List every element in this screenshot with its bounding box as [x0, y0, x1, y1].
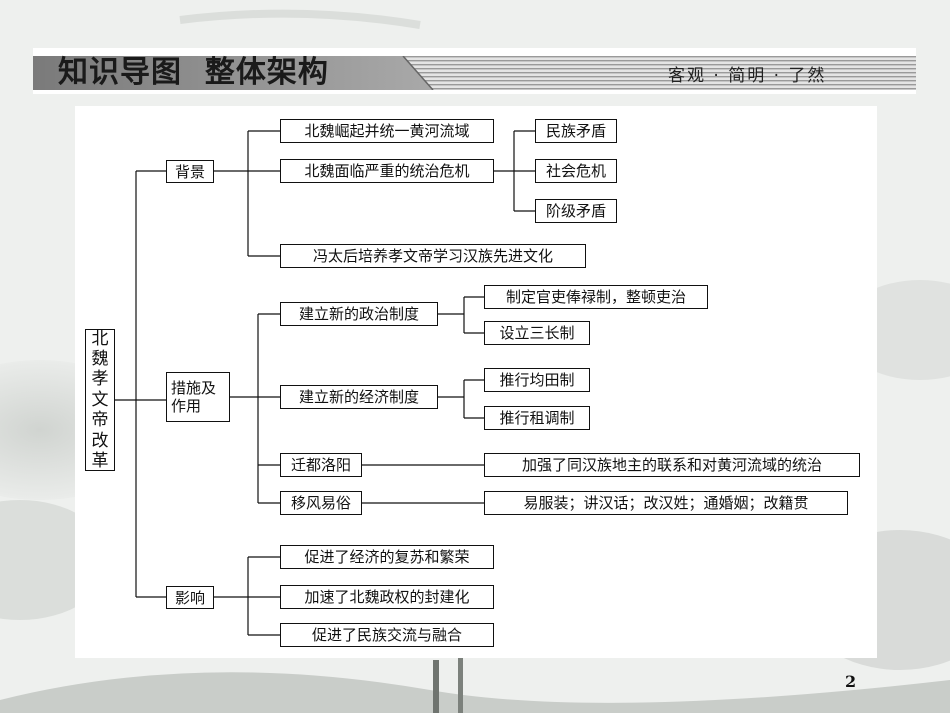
root-node-char: 魏 — [91, 349, 109, 370]
bg-item-crisis: 北魏面临严重的统治危机 — [280, 159, 494, 183]
root-node-char: 北 — [91, 328, 109, 349]
political-three-heads: 设立三长制 — [484, 321, 590, 345]
crisis-class: 阶级矛盾 — [535, 199, 617, 223]
measure-customs: 移风易俗 — [280, 491, 362, 515]
customs-effect: 易服装；讲汉话；改汉姓；通婚姻；改籍贯 — [484, 491, 848, 515]
root-node: 北魏孝文帝改革 — [85, 329, 115, 471]
economic-tax: 推行租调制 — [484, 406, 590, 430]
political-salary: 制定官吏俸禄制，整顿吏治 — [484, 285, 708, 309]
root-node-char: 改 — [91, 430, 109, 451]
impact-economy: 促进了经济的复苏和繁荣 — [280, 545, 494, 569]
economic-land: 推行均田制 — [484, 368, 590, 392]
measure-political: 建立新的政治制度 — [280, 302, 438, 326]
root-node-char: 文 — [91, 389, 109, 410]
section-title: 知识导图 整体架构 — [58, 55, 329, 90]
header-bar — [33, 56, 916, 90]
bg-item-rise: 北魏崛起并统一黄河流域 — [280, 119, 494, 143]
root-node-char: 革 — [91, 450, 109, 471]
root-node-char: 帝 — [91, 410, 109, 431]
branch-measures: 措施及 作用 — [166, 372, 230, 422]
crisis-ethnic: 民族矛盾 — [535, 119, 617, 143]
page-number: 2 — [845, 672, 857, 691]
capital-effect: 加强了同汉族地主的联系和对黄河流域的统治 — [484, 453, 860, 477]
crisis-social: 社会危机 — [535, 159, 617, 183]
impact-fusion: 促进了民族交流与融合 — [280, 623, 494, 647]
branch-measures-line2: 作用 — [171, 397, 202, 415]
root-node-char: 孝 — [91, 369, 109, 390]
branch-measures-line1: 措施及 — [171, 379, 217, 397]
impact-feudalization: 加速了北魏政权的封建化 — [280, 585, 494, 609]
measure-economic: 建立新的经济制度 — [280, 385, 438, 409]
branch-impact: 影响 — [166, 586, 214, 609]
measure-capital: 迁都洛阳 — [280, 453, 362, 477]
section-motto: 客观 · 简明 · 了然 — [668, 66, 827, 86]
bg-item-culture: 冯太后培养孝文帝学习汉族先进文化 — [280, 244, 586, 268]
branch-background: 背景 — [166, 160, 214, 183]
